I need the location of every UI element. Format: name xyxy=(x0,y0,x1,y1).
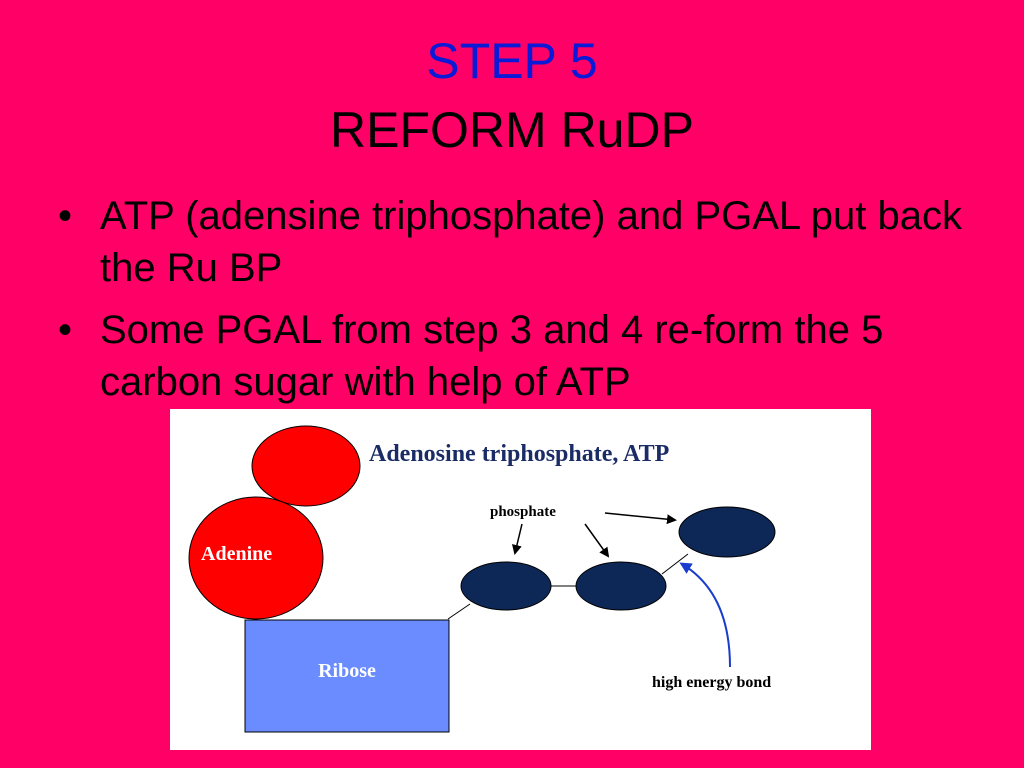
phosphate-arrow xyxy=(584,523,610,558)
slide-title: STEP 5 xyxy=(426,33,598,89)
bond-arrow xyxy=(679,562,731,668)
bullet-item: • ATP (adensine triphosphate) and PGAL p… xyxy=(58,190,978,294)
atp-diagram: Adenosine triphosphate, ATP Adenine Ribo… xyxy=(170,409,871,750)
bullet-text: Some PGAL from step 3 and 4 re-form the … xyxy=(100,308,884,404)
phosphate-1 xyxy=(460,561,552,611)
atp-diagram-svg: Adenosine triphosphate, ATP Adenine Ribo… xyxy=(188,425,776,733)
bullet-icon: • xyxy=(58,194,73,238)
adenine-circle xyxy=(188,496,324,620)
ribose-label: Ribose xyxy=(318,660,376,682)
bullet-text: ATP (adensine triphosphate) and PGAL put… xyxy=(100,194,963,290)
phosphate-arrow xyxy=(604,512,677,525)
phosphate-2 xyxy=(575,561,667,611)
slide-subtitle: REFORM RuDP xyxy=(330,102,694,158)
phosphate-arrow xyxy=(512,523,523,555)
bond-line xyxy=(447,603,471,620)
phosphate-3 xyxy=(678,506,776,558)
phosphate-label: phosphate xyxy=(490,504,556,520)
ribose-box xyxy=(244,619,450,733)
bond-label: high energy bond xyxy=(652,674,771,691)
bullet-item: • Some PGAL from step 3 and 4 re-form th… xyxy=(58,304,978,408)
adenine-ring-top xyxy=(251,425,361,507)
diagram-title: Adenosine triphosphate, ATP xyxy=(369,441,669,467)
bullet-icon: • xyxy=(58,308,73,352)
adenine-label: Adenine xyxy=(201,543,272,565)
bond-line xyxy=(661,553,689,575)
bullet-list: • ATP (adensine triphosphate) and PGAL p… xyxy=(58,190,978,418)
